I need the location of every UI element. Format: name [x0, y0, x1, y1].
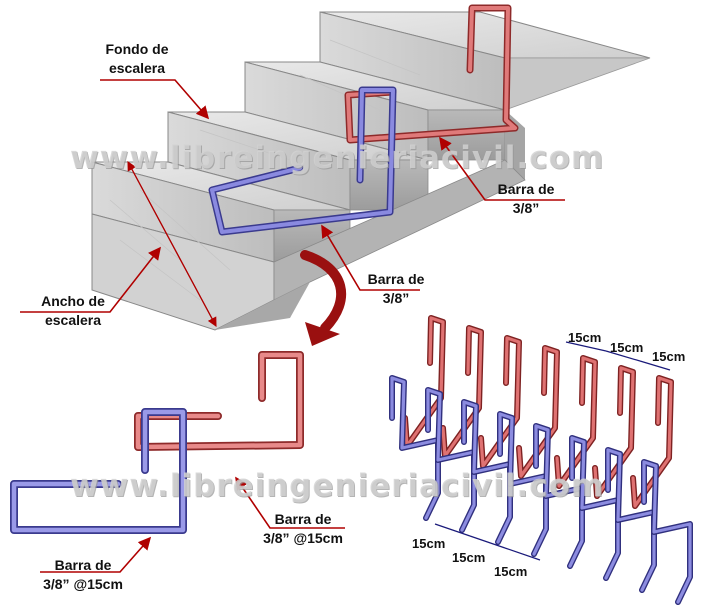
- spacing-label-bottom-1: 15cm: [412, 536, 446, 551]
- spacing-label-top-1: 15cm: [568, 330, 602, 345]
- blue-bar-4: [498, 412, 548, 556]
- red-bar-5-outline: [554, 355, 598, 489]
- label-barra-middle-line2: 3/8”: [382, 290, 410, 306]
- red-bar-6: [593, 366, 635, 498]
- label-barra-middle: Barra de 3/8”: [356, 270, 436, 308]
- label-fondo-line2: escalera: [108, 60, 166, 76]
- blue-bar-6: [570, 436, 620, 580]
- label-barra-middle-line1: Barra de: [367, 271, 425, 287]
- label-barra-top-right-line1: Barra de: [497, 181, 555, 197]
- red-bar-3: [479, 336, 521, 468]
- blue-bar-8: [642, 460, 692, 604]
- label-barra-bottom-mid: Barra de 3/8” @15cm: [248, 510, 358, 548]
- label-barra-bottom-left-line2: 3/8” @15cm: [43, 576, 123, 592]
- spacing-label-top-2: 15cm: [610, 340, 644, 355]
- staircase-rebar: [208, 4, 519, 236]
- label-fondo-de-escalera: Fondo de escalera: [92, 40, 182, 78]
- label-ancho-de-escalera: Ancho de escalera: [28, 292, 118, 330]
- watermark-bottom: www.libreingenieriacivil.com: [70, 468, 605, 504]
- label-ancho-line1: Ancho de: [41, 293, 105, 309]
- spacing-label-top-3: 15cm: [652, 349, 686, 364]
- blue-bar-3: [462, 400, 512, 544]
- label-barra-bottom-mid-line2: 3/8” @15cm: [263, 530, 343, 546]
- rebar-array: [389, 315, 693, 605]
- label-barra-bottom-left-line1: Barra de: [54, 557, 112, 573]
- spacing-label-bottom-3: 15cm: [494, 564, 528, 579]
- red-bar-1: [403, 316, 445, 448]
- blue-bar-1: [390, 376, 440, 520]
- red-bar-7-outline: [630, 375, 674, 509]
- blue-bar-2: [426, 388, 476, 532]
- leader-lines-top: [20, 79, 565, 313]
- label-ancho-line2: escalera: [44, 312, 102, 328]
- label-fondo-line1: Fondo de: [105, 41, 169, 57]
- watermark-top: www.libreingenieriacivil.com: [70, 140, 605, 176]
- blue-bar-5: [534, 424, 584, 568]
- bar-detail-left: [10, 351, 304, 534]
- label-barra-bottom-left: Barra de 3/8” @15cm: [28, 556, 138, 594]
- leader-lines-bottom-left: [40, 476, 345, 573]
- label-barra-top-right: Barra de 3/8”: [486, 180, 566, 218]
- spacing-label-bottom-2: 15cm: [452, 550, 486, 565]
- red-bar-2: [441, 326, 483, 458]
- red-bar-5: [555, 356, 597, 488]
- spacing-dimensions: [434, 341, 671, 561]
- label-barra-top-right-line2: 3/8”: [512, 200, 540, 216]
- red-bar-4: [517, 346, 559, 478]
- red-bar-7: [631, 376, 673, 508]
- stair-width-dimension: [127, 160, 217, 328]
- transition-arrow: [300, 250, 347, 346]
- blue-bar-7: [606, 448, 656, 592]
- label-barra-bottom-mid-line1: Barra de: [274, 511, 332, 527]
